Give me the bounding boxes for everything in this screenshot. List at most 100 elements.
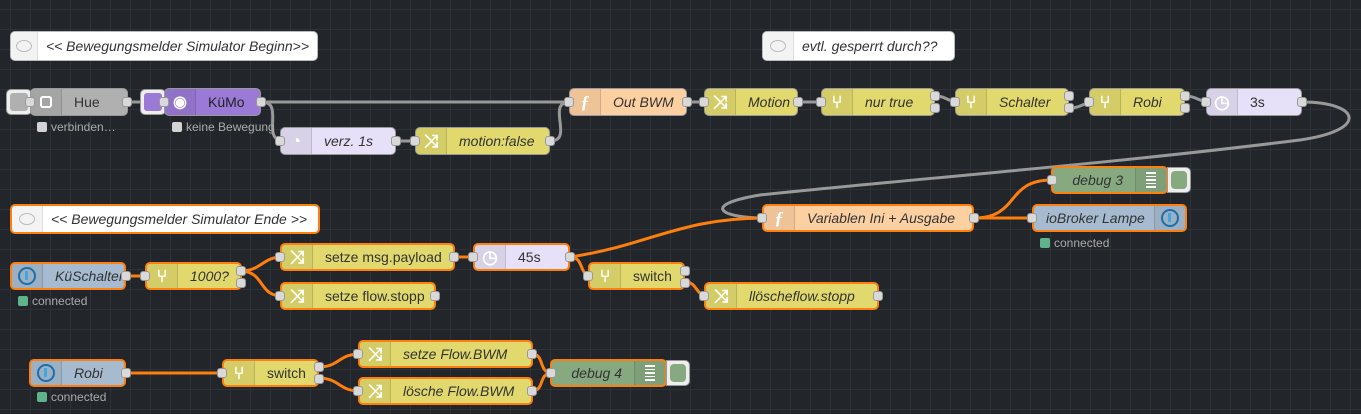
input-port[interactable] [275,291,285,301]
input-port[interactable] [1027,213,1037,223]
input-port[interactable] [546,368,556,378]
output-port[interactable] [527,386,537,396]
node-hue[interactable]: Hue [30,88,128,116]
status-robi: connected [37,390,106,404]
node-verz-1s[interactable]: ◔ verz. 1s [280,127,396,155]
node-out-bwm[interactable]: ƒ Out BWM [569,88,687,116]
node-motion[interactable]: ⤨ Motion [704,88,798,116]
comment-gesperrt[interactable]: evtl. gesperrt durch?? [762,31,955,61]
output-port-1[interactable] [680,266,690,276]
output-port-1[interactable] [1180,91,1190,101]
output-port[interactable] [527,349,537,359]
output-port[interactable] [121,368,131,378]
node-setze-flow-stopp[interactable]: ⤨ setze flow.stopp [280,282,436,310]
node-debug-4[interactable]: debug 4 [550,359,667,387]
output-port-2[interactable] [236,278,246,288]
camera-icon [31,89,62,115]
output-port-1[interactable] [930,91,940,101]
debug-list-icon [634,361,665,385]
node-robi-switch[interactable]: ⑂ Robi [1089,88,1185,116]
debug-4-toggle[interactable] [666,360,690,386]
node-loescheflow-stopp[interactable]: ⤨ llöscheflow.stopp [704,282,879,310]
node-1000[interactable]: ⑂ 1000? [145,262,242,290]
input-port[interactable] [950,97,960,107]
node-delay-3s[interactable]: ◷ 3s [1206,88,1302,116]
node-setze-msg-payload[interactable]: ⤨ setze msg.payload [280,243,455,271]
input-port[interactable] [353,349,363,359]
output-port-1[interactable] [236,266,246,276]
shuffle-icon: ⤨ [360,342,391,366]
input-port[interactable] [1084,97,1094,107]
input-port[interactable] [217,368,227,378]
output-port-2[interactable] [1180,103,1190,113]
input-port[interactable] [699,291,709,301]
input-port[interactable] [353,386,363,396]
output-port-1[interactable] [314,362,324,372]
output-port[interactable] [1297,97,1307,107]
output-port-2[interactable] [314,374,324,384]
comment-simulator-ende[interactable]: << Bewegungsmelder Simulator Ende >> [10,204,320,234]
input-port[interactable] [757,213,767,223]
shuffle-icon: ⤨ [360,379,391,403]
input-port[interactable] [1201,97,1211,107]
node-iobroker-lampe[interactable]: ioBroker Lampe [1032,204,1187,232]
output-port-1[interactable] [1064,91,1074,101]
switch-icon: ⑂ [956,89,987,115]
status-dot [172,122,182,132]
input-port[interactable] [699,97,709,107]
input-port[interactable] [583,271,593,281]
comment-simulator-beginn[interactable]: << Bewegungsmelder Simulator Beginn>> [10,31,318,61]
output-port[interactable] [793,97,803,107]
node-schalter[interactable]: ⑂ Schalter [955,88,1069,116]
output-port[interactable] [969,213,979,223]
output-port[interactable] [682,97,692,107]
output-port-2[interactable] [930,103,940,113]
wire-45s-varini[interactable] [569,216,767,259]
shuffle-icon: ⤨ [416,128,447,154]
node-switch-2[interactable]: ⑂ switch [222,359,319,387]
node-switch-1[interactable]: ⑂ switch [588,262,685,290]
node-setze-flow-bwm[interactable]: ⤨ setze Flow.BWM [358,340,533,368]
debug-3-toggle[interactable] [1167,167,1191,193]
motion-sensor-icon: ◉ [165,89,196,115]
comment-icon [12,206,43,232]
input-port[interactable] [159,97,169,107]
input-port[interactable] [816,97,826,107]
output-port[interactable] [121,271,131,281]
wire-mfalse-outbwm[interactable] [549,100,571,143]
clock-icon: ◷ [1207,89,1238,115]
status-kumo: keine Bewegung [172,120,275,134]
node-kumo[interactable]: ◉ KüMo [164,88,261,116]
output-port[interactable] [449,252,459,262]
node-kuschalter[interactable]: KüSchalter [10,262,126,290]
output-port[interactable] [565,252,575,262]
timer-icon: ◔ [281,128,312,154]
output-port[interactable] [430,291,440,301]
clock-icon: ◷ [475,245,506,269]
node-loesche-flow-bwm[interactable]: ⤨ lösche Flow.BWM [358,377,533,405]
output-port[interactable] [391,136,401,146]
input-port[interactable] [275,252,285,262]
output-port-2[interactable] [1064,103,1074,113]
input-port[interactable] [25,97,35,107]
shuffle-icon: ⤨ [705,89,736,115]
input-port[interactable] [275,136,285,146]
input-port[interactable] [564,97,574,107]
input-port[interactable] [468,252,478,262]
output-port[interactable] [122,97,132,107]
switch-icon: ⑂ [147,264,178,288]
output-port[interactable] [256,97,266,107]
node-robi[interactable]: Robi [29,359,126,387]
wire-3s-varini[interactable] [721,100,1351,220]
node-motion-false[interactable]: ⤨ motion:false [415,127,550,155]
output-port[interactable] [873,291,883,301]
node-nur-true[interactable]: ⑂ nur true [821,88,935,116]
node-debug-3[interactable]: debug 3 [1051,166,1168,194]
input-port[interactable] [140,271,150,281]
input-port[interactable] [1047,175,1057,185]
output-port-2[interactable] [680,278,690,288]
node-delay-45s[interactable]: ◷ 45s [473,243,570,271]
output-port[interactable] [545,136,555,146]
input-port[interactable] [410,136,420,146]
node-variablen-ini[interactable]: ƒ Variablen Ini + Ausgabe [762,204,974,232]
